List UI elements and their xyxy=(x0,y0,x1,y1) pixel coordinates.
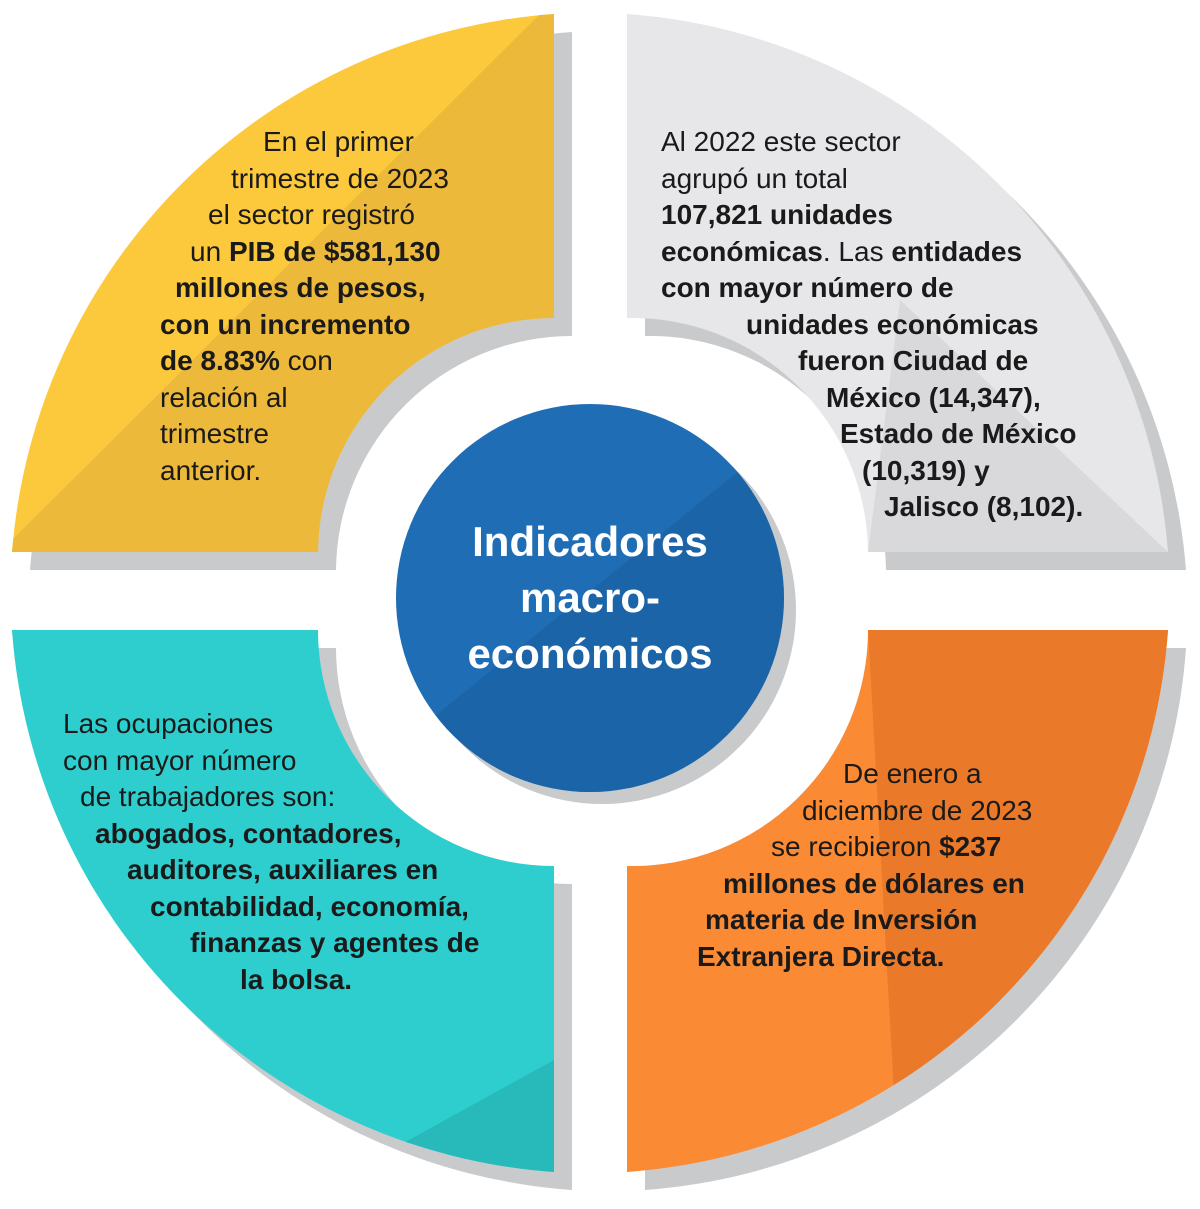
text-run-bold: Extranjera Directa. xyxy=(697,940,945,972)
text-run: un xyxy=(190,235,229,267)
quadrant-top-left-text: En el primer trimestre de 2023 el sector… xyxy=(0,124,640,489)
text-line: el sector registró xyxy=(0,197,640,234)
text-run: el sector registró xyxy=(208,199,415,230)
text-line: (10,319) y xyxy=(0,453,1200,490)
text-line: relación al xyxy=(0,380,640,417)
text-line: Las ocupaciones xyxy=(0,706,1200,743)
text-run: diciembre de 2023 xyxy=(802,794,1033,826)
text-line: Extranjera Directa. xyxy=(0,939,1200,976)
text-line: trimestre xyxy=(0,416,640,453)
text-run-bold: Jalisco (8,102). xyxy=(884,491,1084,522)
text-run: trimestre de 2023 xyxy=(231,162,449,194)
text-run-bold: contabilidad, economía, xyxy=(150,890,469,922)
text-line: con mayor número xyxy=(0,743,1200,780)
text-run-bold: materia de Inversión xyxy=(705,904,978,935)
center-title: Indicadores macro- económicos xyxy=(395,418,785,778)
text-run: Al 2022 este sector xyxy=(661,126,901,157)
text-line: millones de dólares en xyxy=(0,866,1200,903)
text-run-bold: abogados, contadores, xyxy=(95,817,402,849)
text-run: Las ocupaciones xyxy=(63,708,274,739)
text-line: contabilidad, economía, xyxy=(0,889,1200,926)
text-line: de trabajadores son: xyxy=(0,779,1200,816)
text-line: Estado de México xyxy=(0,416,1200,453)
text-run: con mayor número xyxy=(63,744,297,776)
quadrant-top-right-text: Al 2022 este sector agrupó un total 107,… xyxy=(0,124,1200,526)
text-run-bold: PIB de $581,130 xyxy=(228,235,441,267)
text-line: México (14,347), xyxy=(0,380,1200,417)
text-run-bold: (10,319) y xyxy=(862,454,990,486)
text-run: trimestre xyxy=(160,418,269,449)
text-run-bold: finanzas y agentes de xyxy=(190,927,480,958)
text-run: relación al xyxy=(160,381,288,413)
text-line: de 8.83% con xyxy=(0,343,640,380)
text-line: la bolsa. xyxy=(0,962,1200,999)
text-run-bold: millones de pesos, xyxy=(175,272,426,303)
text-run-bold: millones de dólares en xyxy=(723,867,1025,899)
center-circle-shade xyxy=(396,430,784,792)
text-run-bold: de 8.83% xyxy=(160,345,280,376)
text-line: diciembre de 2023 xyxy=(0,793,1200,830)
quadrant-bottom-left-text: Las ocupaciones con mayor número de trab… xyxy=(0,706,1200,998)
text-line: En el primer xyxy=(0,124,640,161)
text-run-bold: con un incremento xyxy=(160,308,411,340)
text-line: materia de Inversión xyxy=(0,902,1200,939)
text-run: En el primer xyxy=(263,126,414,157)
text-run: De enero a xyxy=(843,758,982,789)
text-run: con xyxy=(279,345,333,376)
quadrant-bottom-right-text: De enero a diciembre de 2023 se recibier… xyxy=(0,756,1200,975)
text-line: trimestre de 2023 xyxy=(0,161,640,198)
text-run-bold: 107,821 unidades xyxy=(661,199,893,230)
text-run: . Las xyxy=(822,235,892,267)
center-title-line: Indicadores xyxy=(472,518,708,565)
text-run: de trabajadores son: xyxy=(80,781,336,812)
text-run-bold: unidades económicas xyxy=(746,308,1039,340)
text-run-bold: la bolsa. xyxy=(240,963,353,995)
text-line: millones de pesos, xyxy=(0,270,640,307)
text-run-bold: Estado de México xyxy=(840,418,1077,449)
text-run-bold: fueron Ciudad de xyxy=(798,345,1029,376)
quadrant-bottom-left-shape xyxy=(12,630,554,1172)
text-line: con mayor número de xyxy=(0,270,1200,307)
text-line: se recibieron $237 xyxy=(0,829,1200,866)
text-run: se recibieron xyxy=(771,831,940,862)
text-line: fueron Ciudad de xyxy=(0,343,1200,380)
text-line: anterior. xyxy=(0,453,640,490)
text-run-bold: con mayor número de xyxy=(661,272,954,303)
text-line: económicas. Las entidades xyxy=(0,234,1200,271)
text-line: finanzas y agentes de xyxy=(0,925,1200,962)
quadrant-top-right xyxy=(627,14,1168,552)
center-title-line: económicos xyxy=(467,630,713,677)
center-title-line: macro- xyxy=(519,574,661,621)
text-run-bold: México (14,347), xyxy=(826,381,1041,413)
text-run-bold: entidades xyxy=(891,235,1023,267)
text-run: anterior. xyxy=(160,454,262,486)
text-line: Al 2022 este sector xyxy=(0,124,1200,161)
text-line: agrupó un total xyxy=(0,161,1200,198)
quadrant-bottom-left-shade xyxy=(300,866,554,1172)
text-run-bold: auditores, auxiliares en xyxy=(127,854,439,885)
text-line: auditores, auxiliares en xyxy=(0,852,1200,889)
text-run-bold: económicas xyxy=(661,235,823,267)
text-run: agrupó un total xyxy=(661,162,848,194)
quadrant-top-right-shade-wedge xyxy=(868,300,1168,552)
text-line: con un incremento xyxy=(0,307,640,344)
text-line: 107,821 unidades xyxy=(0,197,1200,234)
text-line: un PIB de $581,130 xyxy=(0,234,640,271)
text-run-bold: $237 xyxy=(939,831,1002,862)
quadrant-bottom-left xyxy=(12,630,554,1172)
text-line: Jalisco (8,102). xyxy=(0,489,1200,526)
quadrant-top-right-shape xyxy=(627,14,1168,552)
text-line: unidades económicas xyxy=(0,307,1200,344)
text-line: De enero a xyxy=(0,756,1200,793)
center-circle xyxy=(396,404,784,792)
text-line: abogados, contadores, xyxy=(0,816,1200,853)
